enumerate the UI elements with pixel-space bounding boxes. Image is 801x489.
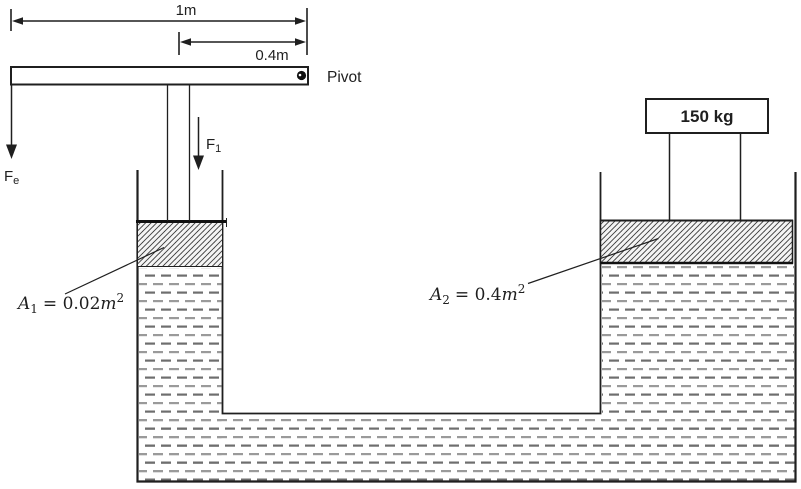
dim-04m-label: 0.4m <box>255 47 288 64</box>
small-piston <box>136 218 227 267</box>
force-f1-label-sub: 1 <box>215 143 221 155</box>
pivot-icon <box>296 70 307 81</box>
tank-inner-wall <box>221 170 602 415</box>
area-a1-sub: 1 <box>30 302 38 316</box>
dim-04m-arrowhead-right <box>295 38 306 46</box>
mass-label: 150 kg <box>681 107 734 126</box>
area-a2-unit: m <box>502 285 518 305</box>
lever-bar <box>10 66 309 86</box>
area-a2-exponent: 2 <box>518 282 526 296</box>
fluid-bottom-channel <box>139 414 795 481</box>
force-effort-label-main: F <box>4 168 13 185</box>
dim-1m-arrowhead-left <box>12 17 23 25</box>
lever-assembly: Pivot <box>10 66 362 221</box>
force-effort-label: Fe <box>4 168 19 187</box>
force-f1-label-main: F <box>206 136 215 153</box>
area-a2-value: = 0.4 <box>455 285 502 305</box>
dim-1m-label: 1m <box>176 2 197 19</box>
area-a1: A1 = 0.02m2 <box>16 246 165 316</box>
area-a2-leader-line <box>527 237 659 285</box>
force-effort-arrowhead <box>6 144 17 159</box>
area-a1-leader-line <box>64 246 165 295</box>
dim-04m-arrowhead-left <box>180 38 191 46</box>
large-piston-body <box>599 219 794 264</box>
area-a2-sub: 2 <box>442 293 450 307</box>
small-piston-body <box>137 221 223 267</box>
area-a2-label: A2= 0.4m2 <box>428 282 525 307</box>
mass-assembly: 150 kg <box>645 98 769 220</box>
area-a2-var: A <box>428 285 442 305</box>
force-f1-arrowhead <box>193 155 204 170</box>
area-a1-label: A1 = 0.02m2 <box>16 291 124 316</box>
tank-outer-wall <box>136 170 797 483</box>
area-a1-var: A <box>16 294 30 314</box>
area-a1-value: = 0.02 <box>43 294 101 314</box>
area-a1-exponent: 2 <box>117 291 125 305</box>
force-f1: F1 <box>193 117 221 170</box>
dimension-1m: 1m <box>10 2 308 55</box>
large-piston <box>599 219 794 265</box>
dim-1m-arrowhead-right <box>295 17 306 25</box>
mass-box <box>645 98 769 134</box>
force-effort: Fe <box>4 85 19 187</box>
force-effort-label-sub: e <box>13 175 19 187</box>
dimension-0-4m: 0.4m <box>178 32 306 64</box>
pivot-icon-center <box>298 73 302 77</box>
area-a2: A2= 0.4m2 <box>428 237 659 307</box>
area-a1-unit: m <box>100 294 116 314</box>
force-f1-label: F1 <box>206 136 221 155</box>
pivot-label: Pivot <box>327 69 362 86</box>
hydraulic-fluid <box>139 265 795 481</box>
